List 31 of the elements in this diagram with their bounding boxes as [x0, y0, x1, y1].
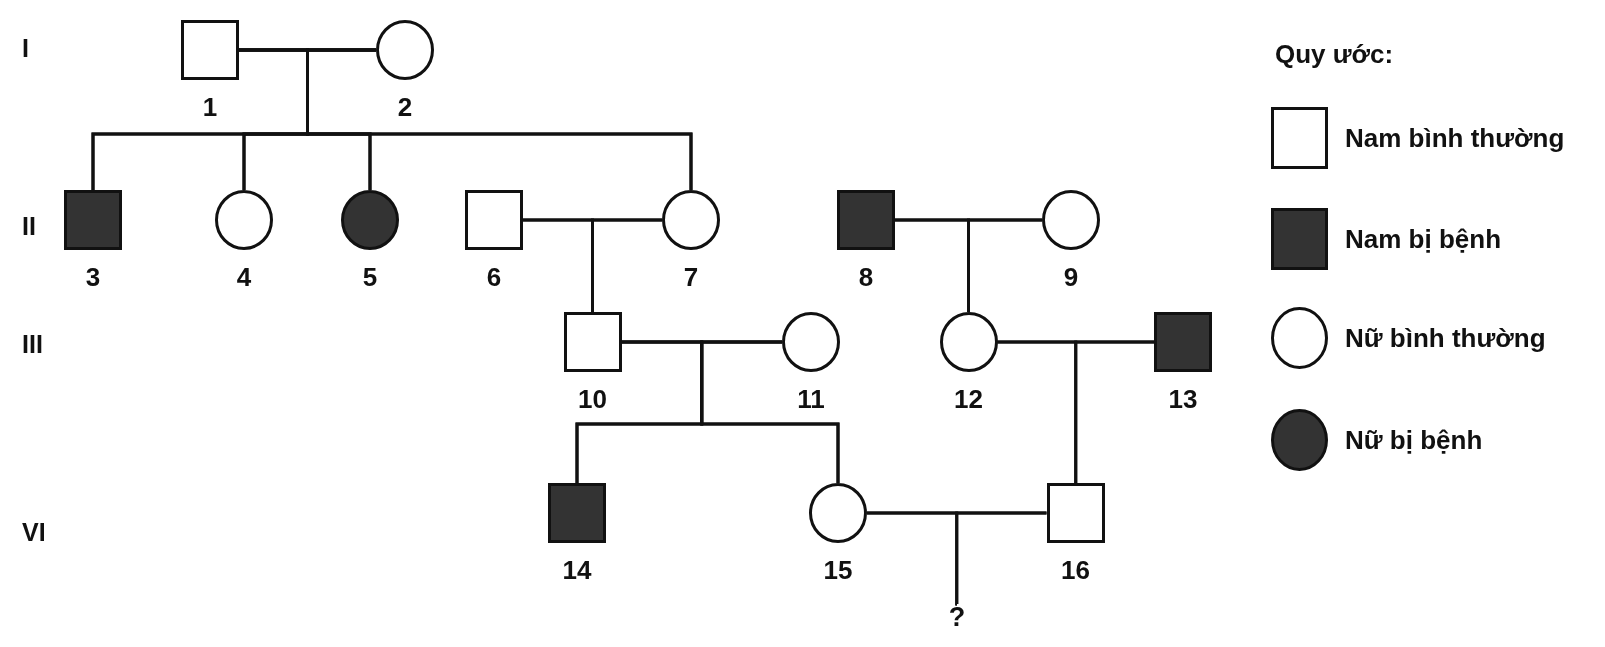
individual-number: 11	[797, 386, 825, 412]
individual-number: 6	[486, 264, 502, 290]
descent-line	[955, 511, 1047, 606]
descent-line	[700, 340, 840, 483]
generation-label: I	[22, 35, 29, 61]
generation-label: II	[22, 213, 36, 239]
legend-label: Nam bình thường	[1345, 125, 1565, 151]
individual-number: 10	[578, 386, 607, 412]
generation-label: VI	[22, 519, 46, 545]
individual-number: 13	[1168, 386, 1198, 412]
legend-label: Nữ bị bệnh	[1345, 427, 1483, 453]
individual-number: 16	[1061, 557, 1090, 583]
generation-label: III	[22, 331, 43, 357]
individual-number: 8	[858, 264, 874, 290]
individual-number: 5	[362, 264, 378, 290]
descent-line	[967, 218, 1042, 314]
legend-title: Quy ước:	[1275, 41, 1394, 67]
individual-number: 4	[236, 264, 252, 290]
individual-number: 12	[954, 386, 983, 412]
descent-line	[591, 218, 662, 314]
individual-number: 7	[683, 264, 699, 290]
individual-number: 1	[202, 94, 218, 120]
individual-number: 15	[823, 557, 853, 583]
individual-number: 3	[85, 264, 101, 290]
individual-number: 14	[562, 557, 592, 583]
legend-label: Nam bị bệnh	[1345, 226, 1501, 252]
individual-number: 2	[397, 94, 413, 120]
legend-label: Nữ bình thường	[1345, 325, 1546, 351]
descent-line	[1074, 340, 1154, 485]
question-mark: ?	[948, 604, 966, 631]
individual-number: 9	[1063, 264, 1079, 290]
